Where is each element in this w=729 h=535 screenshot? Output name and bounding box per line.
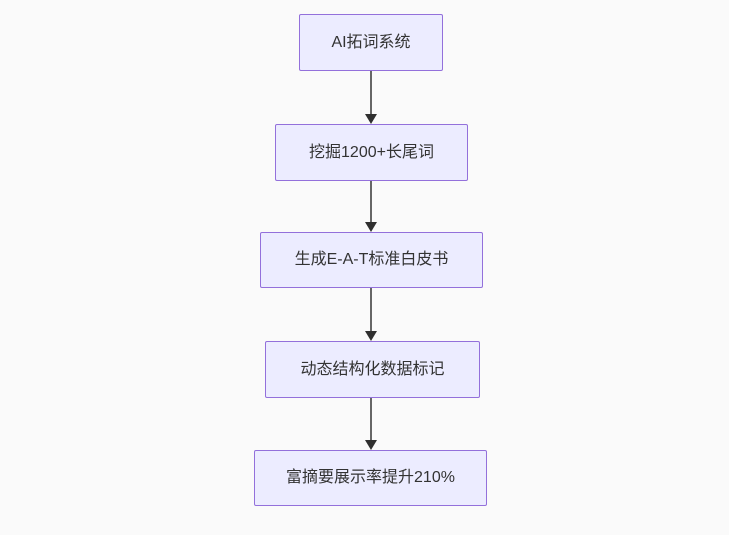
arrowhead-icon [365,114,377,124]
flow-node-label: 富摘要展示率提升210% [286,469,455,487]
flow-node-eat-whitepaper: 生成E-A-T标准白皮书 [260,232,483,288]
flow-node-ai-keyword-system: AI拓词系统 [299,14,443,71]
arrowhead-icon [365,440,377,450]
flow-node-longtail-mining: 挖掘1200+长尾词 [275,124,468,181]
flow-node-label: 动态结构化数据标记 [300,360,445,378]
arrowhead-icon [365,331,377,341]
arrowhead-icon [365,222,377,232]
flow-node-structured-data-markup: 动态结构化数据标记 [265,341,480,398]
flow-node-label: 生成E-A-T标准白皮书 [294,251,449,269]
arrow-line [370,181,372,224]
flow-node-label: AI拓词系统 [331,33,411,51]
arrow-line [370,71,372,116]
arrow-line [370,288,372,333]
arrow-line [370,398,372,442]
flow-node-rich-snippet-rate: 富摘要展示率提升210% [254,450,487,506]
flow-node-label: 挖掘1200+长尾词 [309,143,434,161]
